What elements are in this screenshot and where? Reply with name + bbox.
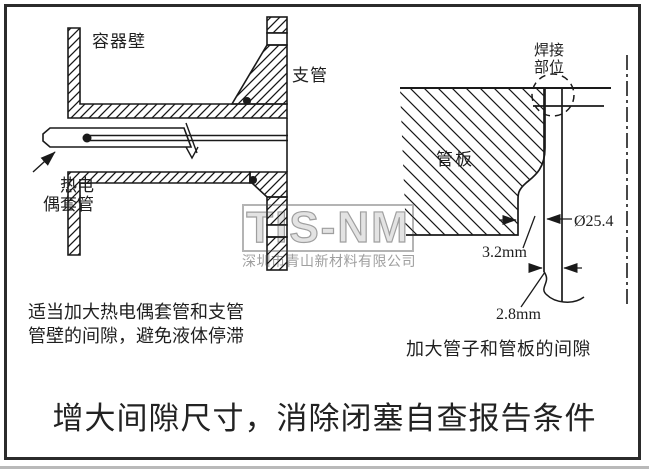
vessel-wall-label: 容器壁	[92, 32, 146, 51]
branch-pipe-lower-joint-gap	[266, 224, 288, 238]
tube-section	[531, 55, 628, 308]
main-title: 增大间隙尺寸，消除闭塞自查报告条件	[52, 401, 597, 436]
weld-label-line1: 焊接	[533, 43, 564, 59]
dim-leader-plate-gap	[522, 215, 536, 249]
thermowell-sleeve	[32, 97, 288, 184]
thermowell-leader-arrow	[32, 151, 56, 173]
dimension-lines	[499, 213, 582, 308]
left-diagram-caption: 适当加大热电偶套管和支管 管壁的间隙，避免液体停滞	[28, 300, 268, 348]
thermowell-break-notch	[185, 146, 199, 160]
dim-leader-tube-gap	[520, 271, 546, 308]
drawing-frame	[4, 4, 641, 460]
branch-pipe-upper-flange	[230, 44, 288, 105]
weld-location-label: 焊接 部位	[529, 43, 569, 77]
branch-pipe-upper-joint-gap	[266, 32, 288, 46]
thermocouple-tip-dot	[82, 133, 92, 143]
left-caption-line1: 适当加大热电偶套管和支管	[28, 302, 244, 322]
tube-break-squiggle	[543, 271, 585, 303]
branch-pipe-lower-2	[266, 236, 288, 271]
dimension-plate-gap: 3.2mm	[482, 244, 527, 261]
tube-plate-label: 管板	[436, 150, 474, 169]
tube-plate-section	[400, 87, 611, 236]
thermowell-label-line2: 偶套管	[43, 195, 94, 214]
thermowell-label: 热电 偶套管	[28, 176, 94, 214]
thermowell-inner-tube	[90, 134, 288, 142]
branch-pipe-section	[230, 16, 288, 271]
left-caption-line2: 管壁的间隙，避免液体停滞	[28, 326, 244, 346]
tube-plate-hatch	[400, 88, 545, 235]
branch-pipe-lower-1	[266, 196, 288, 226]
thermowell-label-line1: 热电	[60, 176, 94, 195]
dimension-tube-gap: 2.8mm	[496, 306, 541, 323]
thermowell-break-line	[185, 122, 198, 154]
screenshot-bottom-edge	[0, 466, 649, 469]
weld-detail-circle	[531, 73, 575, 117]
right-diagram-caption: 加大管子和管板的间隙	[406, 339, 591, 359]
weld-dot-lower	[249, 176, 257, 184]
vessel-wall-lower	[67, 171, 251, 256]
branch-pipe-label: 支管	[292, 66, 328, 85]
weld-label-line2: 部位	[533, 60, 564, 76]
weld-dot-upper	[243, 97, 251, 105]
branch-pipe-lower-flange	[249, 171, 288, 198]
thermowell-body	[42, 127, 193, 148]
dimension-diameter: Ø25.4	[574, 213, 614, 230]
branch-pipe-upper-end	[266, 16, 288, 34]
